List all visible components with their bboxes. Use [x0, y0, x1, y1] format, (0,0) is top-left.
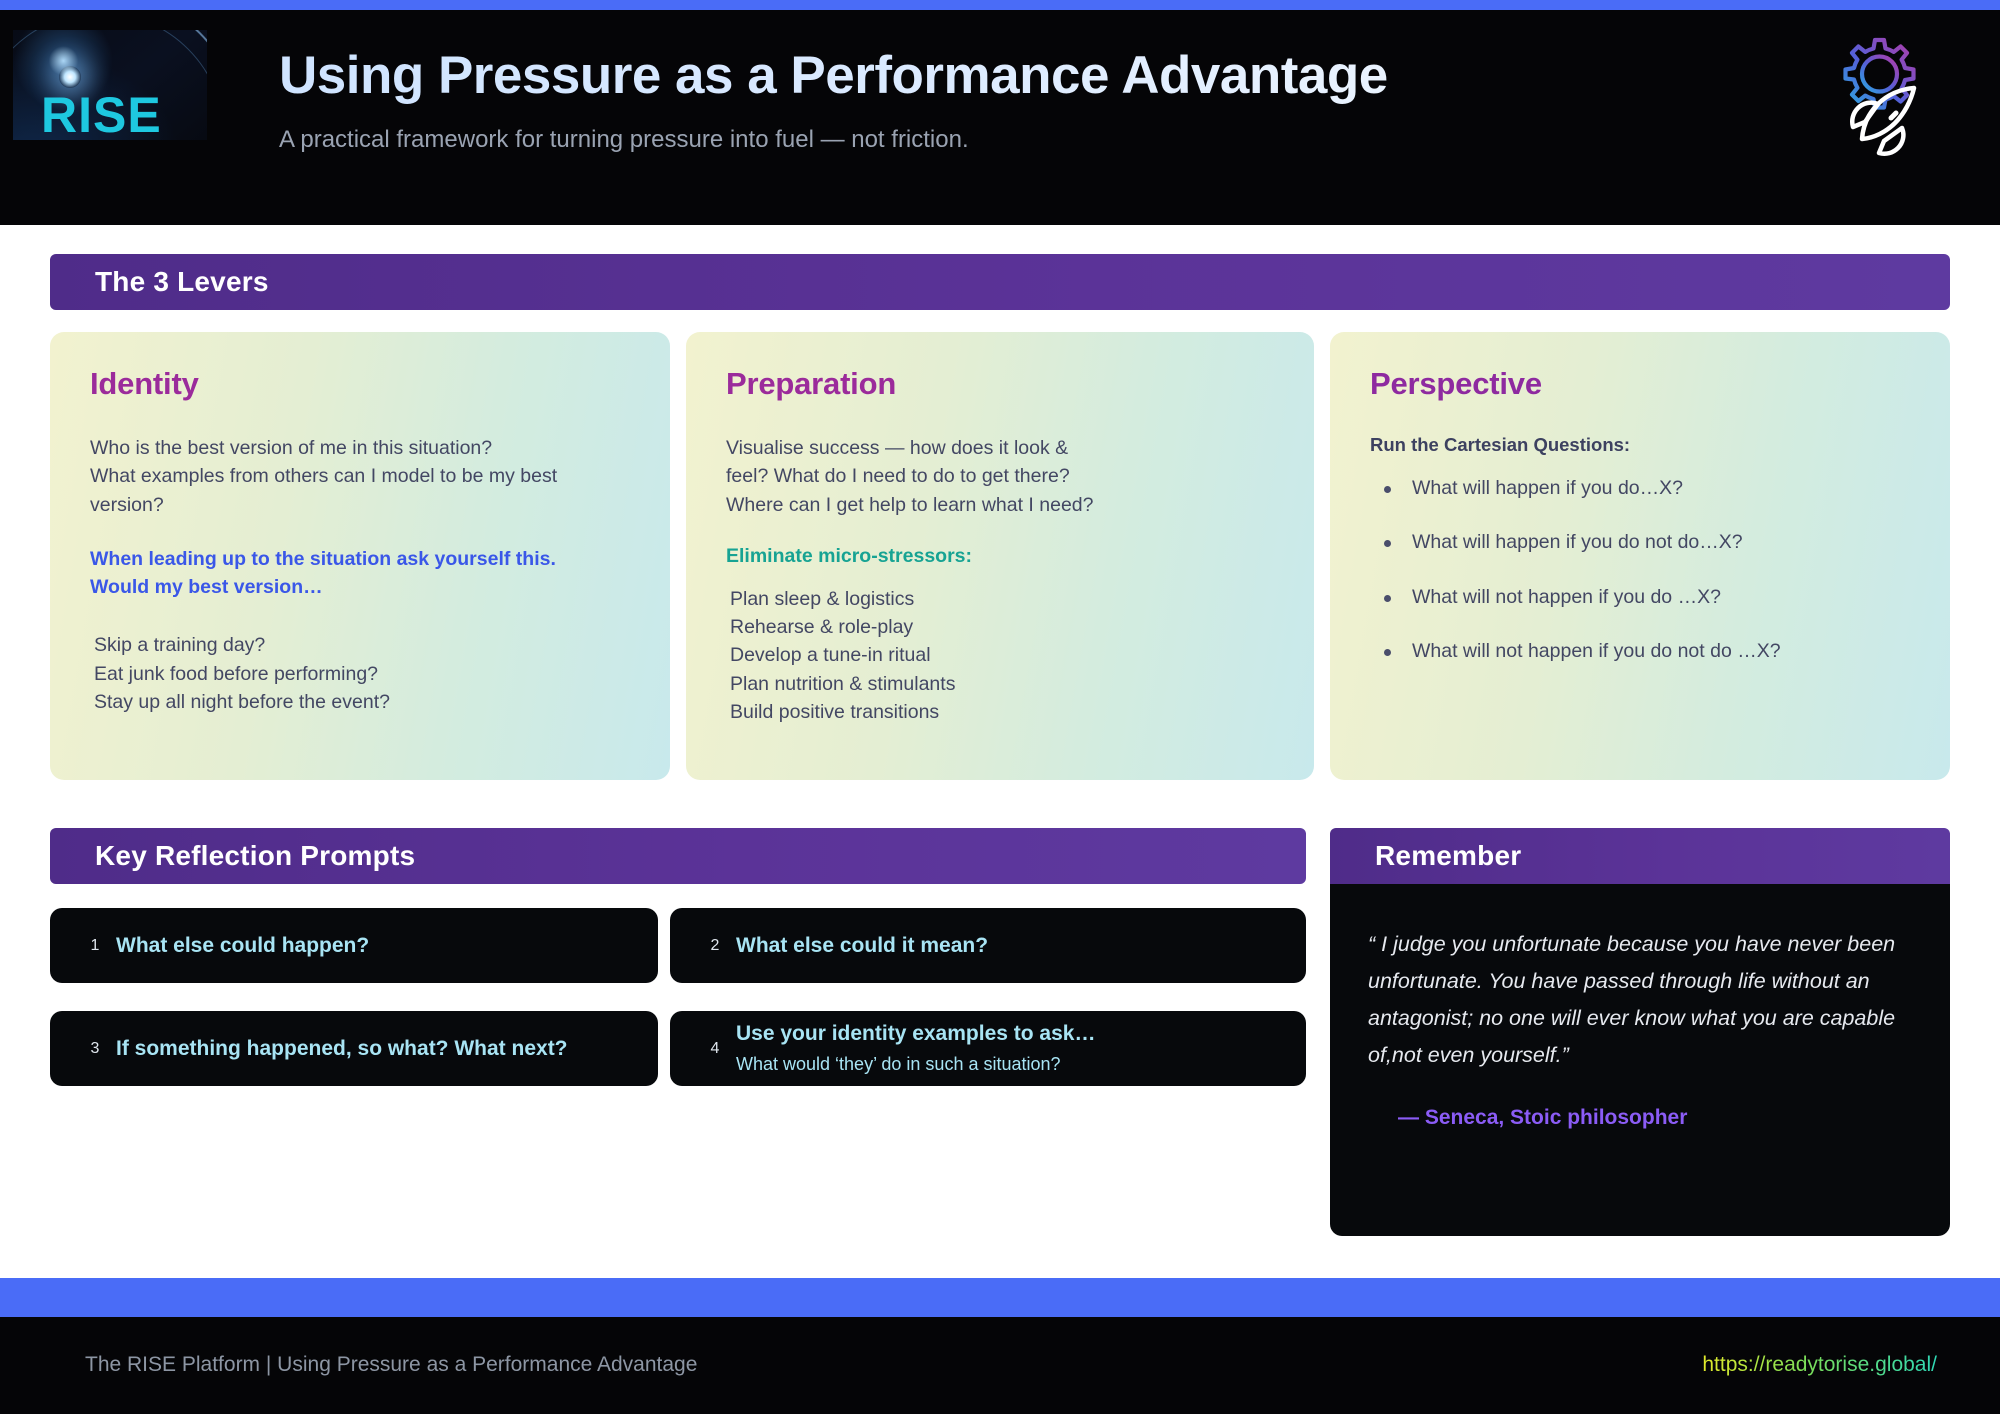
prompt-card-4[interactable]: 4 Use your identity examples to ask… Wha…	[670, 1011, 1306, 1086]
lever-accent-identity: When leading up to the situation ask you…	[90, 547, 556, 599]
quote-text: “ I judge you unfortunate because you ha…	[1368, 932, 1896, 1067]
page-subtitle: A practical framework for turning pressu…	[279, 125, 969, 153]
list-item: Build positive transitions	[730, 700, 940, 723]
footer-url[interactable]: https://readytorise.global/	[1702, 1353, 1937, 1376]
footer-caption: The RISE Platform | Using Pressure as a …	[85, 1353, 698, 1376]
prompt-text: Use your identity examples to ask…	[736, 1022, 1096, 1045]
list-item: What will happen if you do not do…X?	[1370, 530, 1910, 555]
prompt-number: 1	[90, 936, 100, 954]
lever-title-preparation: Preparation	[726, 366, 897, 401]
page-title: Using Pressure as a Performance Advantag…	[279, 48, 1679, 104]
list-item: Rehearse & role-play	[730, 616, 914, 639]
page-footer: The RISE Platform | Using Pressure as a …	[0, 1317, 2000, 1414]
prompt-text: What else could happen?	[116, 933, 370, 957]
prompt-body: What else could happen?	[116, 934, 369, 958]
lever-subhead-perspective: Run the Cartesian Questions:	[1370, 434, 1631, 455]
lever-paragraph-preparation: Visualise success — how does it look & f…	[726, 437, 1094, 516]
list-item: Plan nutrition & stimulants	[730, 672, 956, 695]
rise-logo: RISE	[13, 30, 207, 140]
remember-quote-box: “ I judge you unfortunate because you ha…	[1330, 884, 1950, 1236]
prompt-card-1[interactable]: 1 What else could happen?	[50, 908, 658, 983]
header-text-block: Using Pressure as a Performance Advantag…	[279, 48, 1679, 154]
lever-paragraph-identity: Who is the best version of me in this si…	[90, 437, 558, 516]
top-accent-bar	[0, 0, 2000, 10]
prompt-card-2[interactable]: 2 What else could it mean?	[670, 908, 1306, 983]
prompt-number: 3	[90, 1039, 100, 1057]
section-header-prompts: Key Reflection Prompts	[50, 828, 1306, 884]
lever-title-perspective: Perspective	[1370, 366, 1542, 401]
list-item: Plan sleep & logistics	[730, 587, 915, 610]
prompt-number: 2	[710, 936, 720, 954]
list-item: What will happen if you do…X?	[1370, 476, 1910, 501]
list-item: Develop a tune-in ritual	[730, 644, 931, 667]
list-item: What will not happen if you do not do …X…	[1370, 639, 1910, 664]
lever-card-identity: Identity Who is the best version of me i…	[50, 332, 670, 780]
footer-accent-bar	[0, 1278, 2000, 1317]
section-title-remember: Remember	[1375, 840, 1522, 871]
page-header: RISE Using Pressure as a Performance Adv…	[0, 10, 2000, 225]
prompt-card-3[interactable]: 3 If something happened, so what? What n…	[50, 1011, 658, 1086]
prompt-body: What else could it mean?	[736, 934, 988, 958]
gear-rocket-icon	[1812, 32, 1942, 157]
prompt-number: 4	[710, 1039, 720, 1057]
lever-list-preparation: Plan sleep & logistics Rehearse & role-p…	[726, 585, 1274, 726]
section-header-remember: Remember	[1330, 828, 1950, 884]
prompt-subtext: What would ‘they’ do in such a situation…	[736, 1054, 1061, 1074]
lever-card-preparation: Preparation Visualise success — how does…	[686, 332, 1314, 780]
list-item: Eat junk food before performing?	[94, 662, 379, 685]
section-title-levers: The 3 Levers	[95, 266, 269, 297]
lever-list-identity: Skip a training day? Eat junk food befor…	[90, 631, 630, 716]
list-item: Stay up all night before the event?	[94, 690, 390, 713]
section-title-prompts: Key Reflection Prompts	[95, 840, 416, 871]
prompt-text: What else could it mean?	[736, 933, 989, 957]
list-item: Skip a training day?	[94, 634, 266, 657]
logo-starburst-icon	[59, 66, 81, 88]
prompt-body: Use your identity examples to ask… What …	[736, 1022, 1095, 1075]
lever-subhead-preparation: Eliminate micro-stressors:	[726, 544, 973, 567]
lever-title-identity: Identity	[90, 366, 199, 401]
cartesian-questions-list: What will happen if you do…X? What will …	[1370, 476, 1910, 664]
prompt-text: If something happened, so what? What nex…	[116, 1036, 568, 1060]
prompt-body: If something happened, so what? What nex…	[116, 1037, 568, 1061]
lever-card-perspective: Perspective Run the Cartesian Questions:…	[1330, 332, 1950, 780]
section-header-levers: The 3 Levers	[50, 254, 1950, 310]
quote-attribution: — Seneca, Stoic philosopher	[1398, 1105, 1688, 1129]
list-item: What will not happen if you do …X?	[1370, 585, 1910, 610]
logo-wordmark: RISE	[41, 87, 162, 140]
